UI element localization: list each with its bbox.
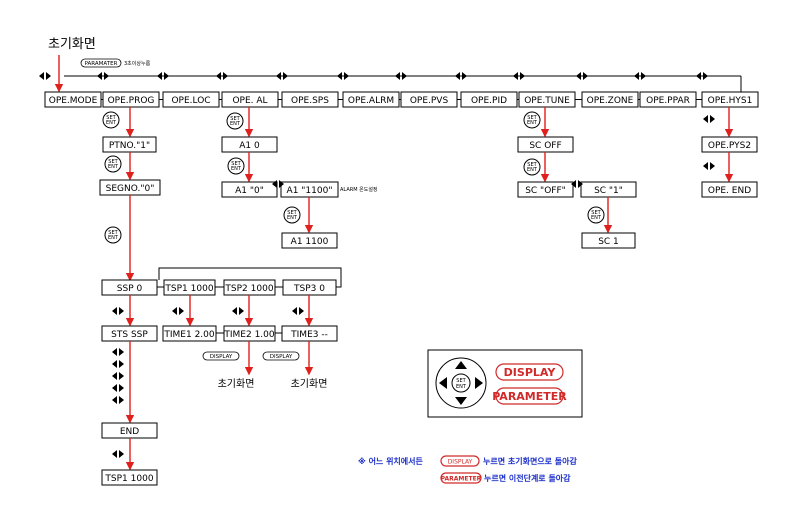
time3-label: TIME3 -- <box>290 330 328 340</box>
a1-select-box <box>221 181 278 198</box>
a1-label: A1 0 <box>239 141 260 151</box>
menu-box-11 <box>701 91 759 108</box>
parameter-hint-text: 3초이상누름 <box>124 60 151 67</box>
menu-label-8: OPE.TUNE <box>524 96 570 106</box>
parameter-key-label: PARAMETER <box>492 390 567 403</box>
note-display-text: 누르면 초기화면으로 돌아감 <box>483 456 578 466</box>
menu-label-9: OPE.ZONE <box>587 96 634 106</box>
display-pill-1 <box>202 351 240 361</box>
home-label-2: 초기화면 <box>291 378 328 390</box>
ssp-label: SSP 0 <box>117 284 143 294</box>
set-key-a1 <box>283 206 301 224</box>
display-pill-2-label: DISPLAY <box>270 354 293 360</box>
tsp3-label: TSP3 0 <box>293 284 325 294</box>
ptno-label: PTNO."1" <box>109 141 150 151</box>
end-label: END <box>120 427 139 437</box>
set-key-prog2 <box>104 155 122 173</box>
display-key-label: DISPLAY <box>504 366 557 379</box>
menu-label-0: OPE.MODE <box>49 96 98 106</box>
a1-new-label: A1 "1100" <box>287 186 333 196</box>
menu-label-11: OPE.HYS1 <box>708 96 753 106</box>
page-title: 초기화면 <box>48 37 96 52</box>
menu-key-0 <box>39 72 51 80</box>
ope-end-label: OPE. END <box>708 186 751 196</box>
set-key-al2 <box>227 157 245 175</box>
parameter-key <box>495 387 564 405</box>
display-pill-1-label: DISPLAY <box>210 354 233 360</box>
segno-label: SEGNO."0" <box>106 184 155 194</box>
time1-label: TIME1 2.00 <box>163 330 215 340</box>
ope-end-box <box>701 181 758 198</box>
display-pill-2 <box>262 351 300 361</box>
display-key <box>495 363 564 381</box>
parameter-hint-label: PARAMATER <box>85 61 118 67</box>
note-param-pill <box>440 472 482 484</box>
menu-label-7: OPE.PID <box>471 96 507 106</box>
direction-pad: SET ENT <box>435 357 487 409</box>
menu-label-3: OPE. AL <box>232 96 267 106</box>
tsp2-label: TSP2 1000 <box>224 284 273 294</box>
a1-done-box <box>281 232 338 249</box>
note-param-text: 누르면 이전단계로 돌아감 <box>484 473 571 483</box>
alarm-note: ALARM 온도설정 <box>340 186 378 193</box>
tsp1-end-label: TSP1 1000 <box>104 474 153 484</box>
menu-label-1: OPE.PROG <box>108 96 155 106</box>
home-label-1: 초기화면 <box>218 378 255 390</box>
sc-select-label: SC "OFF" <box>525 186 566 196</box>
segment-loop <box>158 267 342 288</box>
menu-row: OPE.MODE OPE.PROG OPE.LOC OPE. AL OPE.SPS OPE… <box>44 91 759 108</box>
set-key-prog <box>102 111 120 129</box>
a1-select-label: A1 "0" <box>235 186 264 196</box>
note-display-pill-label: DISPLAY <box>448 459 473 466</box>
sc-label: SC OFF <box>529 141 561 151</box>
set-key-tune <box>523 111 541 129</box>
set-key-tune2 <box>523 158 541 176</box>
svg-text:ENT: ENT <box>456 384 467 390</box>
menu-label-10: OPE.PPAR <box>646 96 690 106</box>
pys2-label: OPE.PYS2 <box>708 141 751 151</box>
note-param-pill-label: PARAMETER <box>441 476 482 483</box>
note-display-pill <box>440 455 480 467</box>
set-key-sc <box>587 206 605 224</box>
sc-select-box <box>517 181 574 198</box>
time2-label: TIME2 1.00 <box>223 330 275 340</box>
tsp1-label: TSP1 1000 <box>164 284 213 294</box>
note-prefix: ※ 어느 위치에서든 <box>358 456 424 466</box>
set-key-al <box>226 112 244 130</box>
a1-done-label: A1 1100 <box>291 237 329 247</box>
sc-done-label: SC 1 <box>598 237 619 247</box>
menu-label-4: OPE.SPS <box>291 96 329 106</box>
sc-new-label: SC "1" <box>594 186 623 196</box>
sc-done-box <box>581 232 636 249</box>
menu-label-6: OPE.PVS <box>410 96 449 106</box>
parameter-hint-button <box>80 58 122 68</box>
sts-label: STS SSP <box>111 330 148 340</box>
tsp1-end-box <box>101 469 158 486</box>
svg-text:SET: SET <box>456 378 466 384</box>
set-key-seg <box>104 226 122 244</box>
menu-label-5: OPE.ALRM <box>348 96 394 106</box>
menu-label-2: OPE.LOC <box>171 96 210 106</box>
